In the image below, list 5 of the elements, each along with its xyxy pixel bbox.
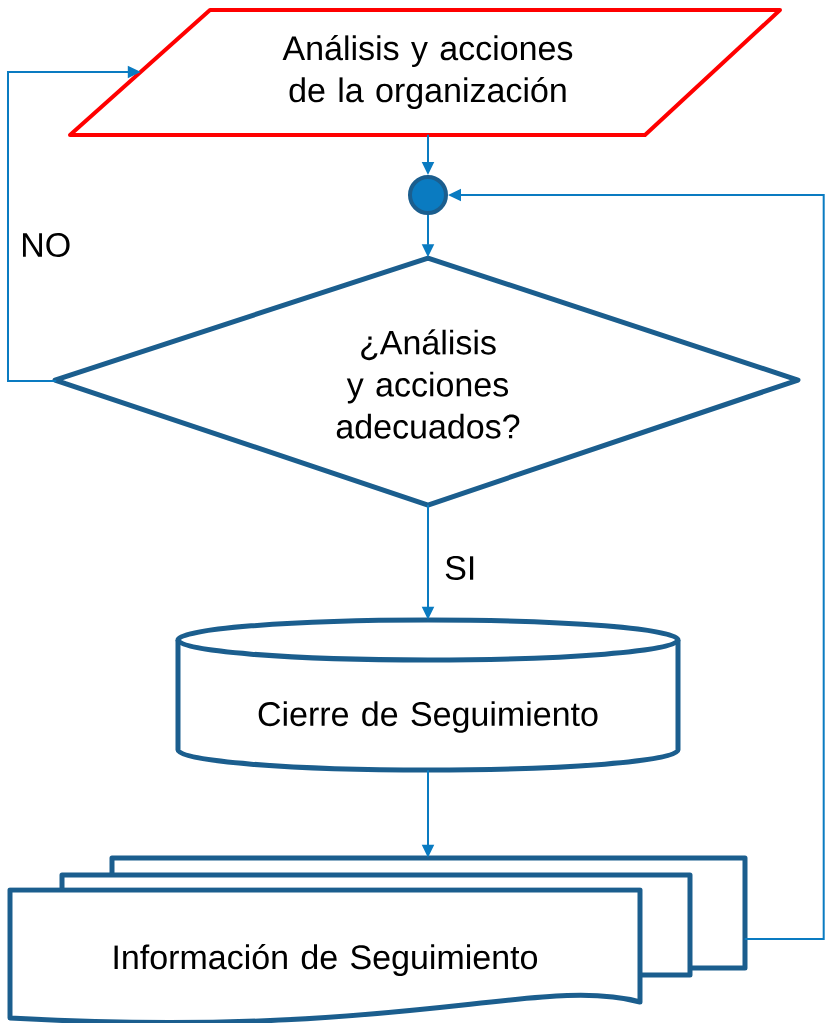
edge-label: SI xyxy=(442,553,479,583)
connector-circle xyxy=(408,175,448,215)
database-cylinder: Cierre de Seguimiento xyxy=(175,617,681,773)
document-stack: Información de Seguimiento xyxy=(7,855,748,1023)
input-parallelogram: Análisis y acciones de la organización xyxy=(68,8,782,137)
